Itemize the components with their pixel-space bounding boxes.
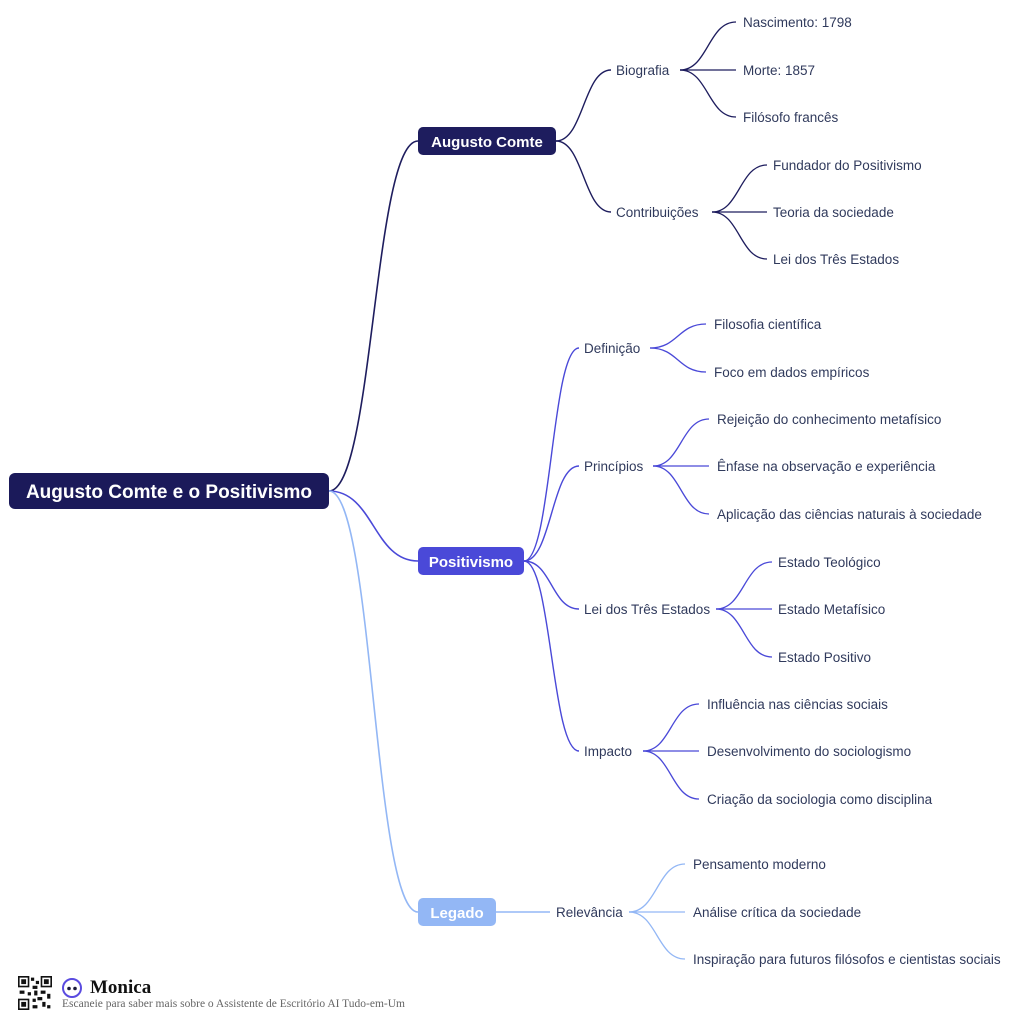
connector-branch-1-topic-3 bbox=[523, 560, 580, 752]
monica-logo-icon bbox=[62, 978, 82, 998]
leaf-estado-metafisico[interactable]: Estado Metafísico bbox=[778, 602, 885, 617]
connector-topic-0-0-leaf-2 bbox=[679, 69, 737, 118]
connector-topic-0-1-leaf-2 bbox=[711, 211, 768, 260]
connector-root-positivismo bbox=[328, 490, 419, 562]
connector-branch-0-topic-1 bbox=[555, 140, 612, 213]
branch-node-positivismo[interactable]: Positivismo bbox=[418, 547, 524, 575]
leaf-inspiracao-futuros[interactable]: Inspiração para futuros filósofos e cien… bbox=[693, 952, 1001, 967]
leaf-desenvolvimento-sociologismo[interactable]: Desenvolvimento do sociologismo bbox=[707, 744, 911, 759]
root-node[interactable]: Augusto Comte e o Positivismo bbox=[9, 473, 329, 509]
topic-impacto[interactable]: Impacto bbox=[584, 744, 632, 759]
connector-topic-1-2-leaf-2 bbox=[715, 608, 773, 658]
connector-topic-2-0-leaf-2 bbox=[628, 911, 686, 960]
qr-code-icon[interactable] bbox=[18, 976, 52, 1010]
leaf-enfase-observacao[interactable]: Ênfase na observação e experiência bbox=[717, 459, 936, 474]
connector-topic-2-0-leaf-0 bbox=[628, 863, 686, 913]
leaf-lei-tres-estados[interactable]: Lei dos Três Estados bbox=[773, 252, 899, 267]
leaf-aplicacao-ciencias[interactable]: Aplicação das ciências naturais à socied… bbox=[717, 507, 982, 522]
connector-branch-1-topic-2 bbox=[523, 560, 580, 610]
connector-branch-1-topic-1 bbox=[523, 465, 580, 562]
leaf-rejeicao-metafisico[interactable]: Rejeição do conhecimento metafísico bbox=[717, 412, 941, 427]
connector-topic-1-2-leaf-0 bbox=[715, 561, 773, 610]
topic-principios[interactable]: Princípios bbox=[584, 459, 644, 474]
branch-label: Augusto Comte bbox=[431, 134, 543, 151]
branch-label: Positivismo bbox=[429, 554, 513, 571]
topic-contribuicoes[interactable]: Contribuições bbox=[616, 205, 699, 220]
connector-topic-1-3-leaf-2 bbox=[642, 750, 700, 800]
connector-topic-0-1-leaf-0 bbox=[711, 164, 768, 213]
leaf-pensamento-moderno[interactable]: Pensamento moderno bbox=[693, 857, 826, 872]
topic-definicao[interactable]: Definição bbox=[584, 341, 640, 356]
leaf-estado-positivo[interactable]: Estado Positivo bbox=[778, 650, 871, 665]
connector-topic-1-1-leaf-2 bbox=[652, 465, 710, 515]
topic-relevancia[interactable]: Relevância bbox=[556, 905, 623, 920]
brand-name: Monica bbox=[90, 977, 152, 998]
leaf-nascimento[interactable]: Nascimento: 1798 bbox=[743, 15, 852, 30]
leaf-influencia-ciencias-sociais[interactable]: Influência nas ciências sociais bbox=[707, 697, 888, 712]
connector-branch-1-topic-0 bbox=[523, 347, 580, 562]
leaf-filosofo-frances[interactable]: Filósofo francês bbox=[743, 110, 839, 125]
connector-topic-1-1-leaf-0 bbox=[652, 418, 710, 467]
footer-tagline: Escaneie para saber mais sobre o Assiste… bbox=[62, 998, 406, 1010]
leaf-filosofia-cientifica[interactable]: Filosofia científica bbox=[714, 317, 822, 332]
connector-root-legado bbox=[328, 490, 419, 913]
branch-node-legado[interactable]: Legado bbox=[418, 898, 496, 926]
branch-label: Legado bbox=[430, 905, 483, 922]
connector-root-augusto-comte bbox=[328, 140, 419, 492]
root-label: Augusto Comte e o Positivismo bbox=[26, 482, 312, 503]
leaf-fundador-positivismo[interactable]: Fundador do Positivismo bbox=[773, 158, 922, 173]
topic-lei-dos-tres-estados[interactable]: Lei dos Três Estados bbox=[584, 602, 710, 617]
branch-node-augusto-comte[interactable]: Augusto Comte bbox=[418, 127, 556, 155]
leaf-estado-teologico[interactable]: Estado Teológico bbox=[778, 555, 881, 570]
connector-topic-0-0-leaf-0 bbox=[679, 21, 737, 71]
brand: Monica bbox=[62, 977, 151, 999]
leaf-analise-critica[interactable]: Análise crítica da sociedade bbox=[693, 905, 861, 920]
leaf-morte[interactable]: Morte: 1857 bbox=[743, 63, 815, 78]
connector-topic-1-3-leaf-0 bbox=[642, 703, 700, 752]
leaf-teoria-sociedade[interactable]: Teoria da sociedade bbox=[773, 205, 894, 220]
connector-branch-0-topic-0 bbox=[555, 69, 612, 142]
leaf-criacao-sociologia[interactable]: Criação da sociologia como disciplina bbox=[707, 792, 933, 807]
leaf-foco-dados-empiricos[interactable]: Foco em dados empíricos bbox=[714, 365, 870, 380]
connector-topic-1-0-leaf-0 bbox=[649, 323, 707, 349]
connector-lines bbox=[328, 21, 773, 960]
connector-topic-1-0-leaf-1 bbox=[649, 347, 707, 373]
topic-biografia[interactable]: Biografia bbox=[616, 63, 670, 78]
